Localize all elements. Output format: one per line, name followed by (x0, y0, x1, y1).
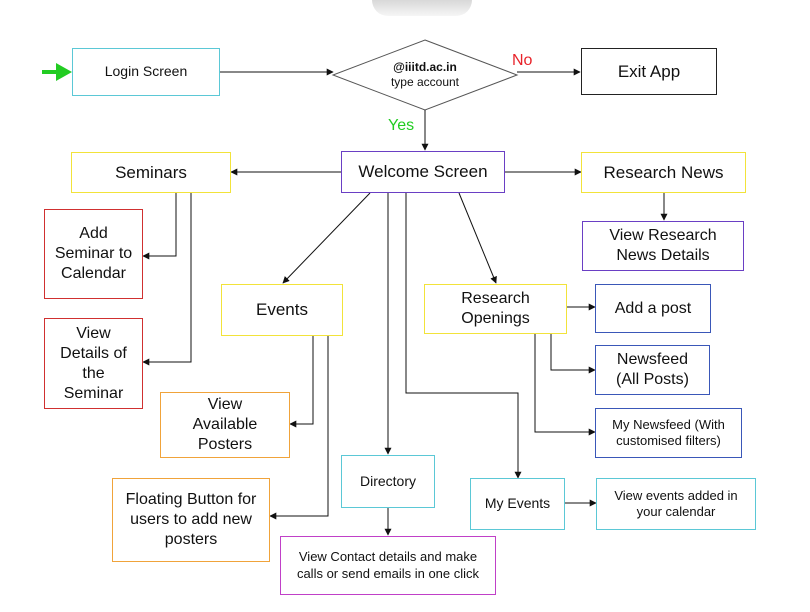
node-my-newsfeed: My Newsfeed (With customised filters) (595, 408, 742, 458)
node-view-seminar-details: View Details of the Seminar (44, 318, 143, 409)
edge-welcome-research-openings (458, 192, 497, 284)
node-add-a-post: Add a post (595, 284, 711, 333)
edge-seminars-add (142, 193, 177, 260)
node-login-screen: Login Screen (72, 48, 220, 96)
node-directory: Directory (341, 455, 435, 508)
decision-line-1: @iiitd.ac.in (393, 60, 457, 74)
edge-label-yes: Yes (388, 117, 415, 134)
top-shadow-decoration (372, 0, 472, 16)
node-newsfeed: Newsfeed (All Posts) (595, 345, 710, 395)
node-research-news: Research News (581, 152, 746, 193)
node-view-research-news: View Research News Details (582, 221, 744, 271)
node-exit-app: Exit App (581, 48, 717, 95)
edge-events-posters (289, 336, 314, 428)
edge-openings-newsfeed (550, 334, 596, 374)
node-my-events: My Events (470, 478, 565, 530)
node-view-available-posters: View Available Posters (160, 392, 290, 458)
edge-openings-my-newsfeed (534, 334, 596, 436)
decision-line-2: type account (390, 75, 460, 89)
edge-welcome-events (282, 192, 371, 284)
start-arrow-icon (42, 63, 72, 81)
edge-seminars-view (142, 193, 192, 366)
node-welcome-screen: Welcome Screen (341, 151, 505, 193)
node-seminars: Seminars (71, 152, 231, 193)
edge-label-no: No (512, 52, 533, 69)
node-add-seminar: Add Seminar to Calendar (44, 209, 143, 299)
node-view-events-added: View events added in your calendar (596, 478, 756, 530)
node-view-contact-details: View Contact details and make calls or s… (280, 536, 496, 595)
node-research-openings: Research Openings (424, 284, 567, 334)
node-floating-button: Floating Button for users to add new pos… (112, 478, 270, 562)
node-events: Events (221, 284, 343, 336)
decision-node: @iiitd.ac.in type account (355, 60, 495, 90)
edge-welcome-my-events (405, 193, 522, 479)
edge-events-floating (269, 336, 329, 520)
